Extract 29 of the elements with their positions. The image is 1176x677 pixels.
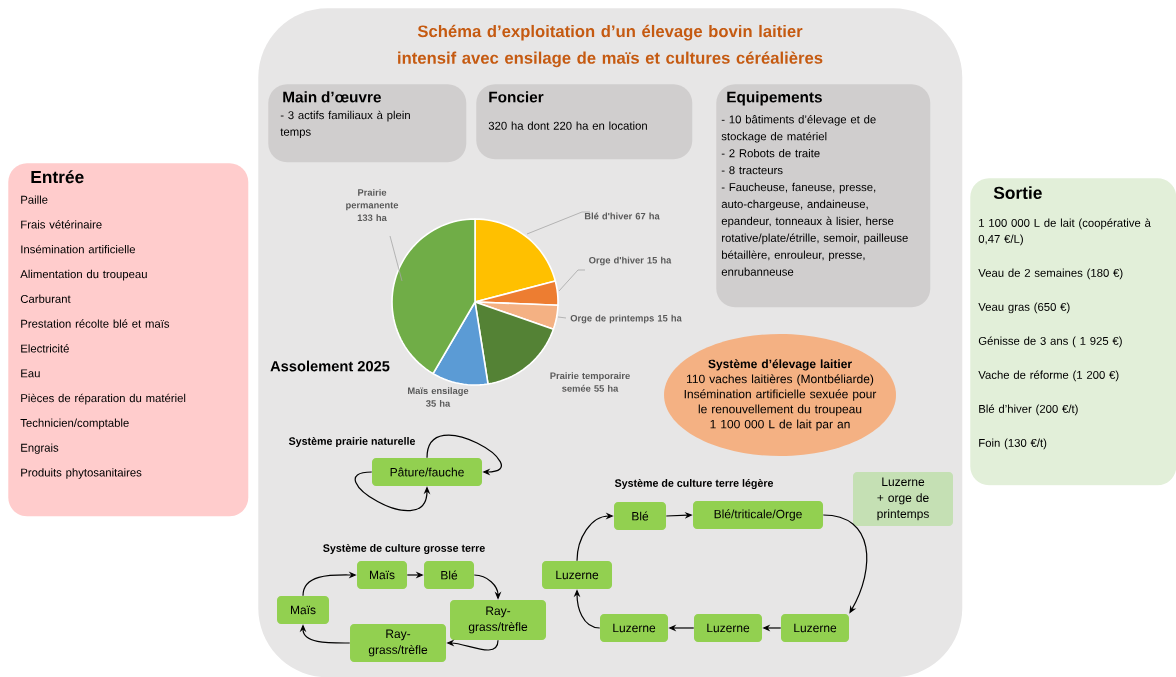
process-box: Ray-grass/trèfle [350, 624, 446, 662]
process-box: Luzerne [694, 614, 762, 642]
chart-title: Assolement 2025 [270, 360, 390, 372]
process-box: Maïs [277, 596, 329, 624]
input-panel: Entrée Paille Frais vétérinaire Insémination artificielle Alimentation du troupeau Carburant Prestation récolte blé et maïs Electricité Eau Pièces de réparation du matériel Technicien/comptable Engrais Produits phytosanitaires [8, 163, 249, 517]
section-heading: Système de culture terre légère [614, 478, 774, 490]
output-panel: Sortie 1 100 000 L de lait (coopérative à 0,47 €/L) Veau de 2 semaines (180 €) Veau gras (650 €) Génisse de 3 ans ( 1 925 €) Vache de réforme (1 200 €) Blé d’hiver (200 €/t) Foin (130 €/t) [970, 178, 1176, 486]
info-box: Main d’œuvre - 3 actifs familiaux à plein temps [268, 84, 467, 163]
process-box: Blé [614, 502, 666, 530]
data-label: Prairie permanente 133 ha [346, 188, 399, 222]
note-box: Luzerne + orge de printemps [853, 472, 953, 526]
data-label: Prairie temporaire semée 55 ha [550, 372, 630, 392]
data-label: Orge d'hiver 15 ha [589, 256, 672, 266]
info-box: Equipements - 10 bâtiments d’élevage et de stockage de matériel - 2 Robots de traite - 8 tracteurs - Faucheuse, faneuse, presse, auto-chargeuse, andaineuse, epandeur, tonneaux à lisier, herse rotative/plate/étrille, semoir, pailleuse bétaillère, enrouleur, presse, enrubanneuse [716, 84, 931, 308]
data-label: Maïs ensilage 35 ha [408, 387, 469, 407]
section-heading: Système prairie naturelle [288, 437, 416, 447]
process-box: Luzerne [781, 614, 849, 642]
process-box: Luzerne [542, 561, 612, 589]
process-box: Blé/triticale/Orge [693, 501, 823, 529]
process-box: Ray-grass/trèfle [450, 600, 546, 640]
section-heading: Système de culture grosse terre [323, 543, 485, 555]
data-label: Orge de printemps 15 ha [570, 314, 682, 324]
data-label: Blé d'hiver 67 ha [584, 212, 660, 220]
process-box: Pâture/fauche [372, 458, 482, 486]
process-box: Luzerne [600, 614, 668, 642]
info-box: Foncier 320 ha dont 220 ha en location [476, 84, 693, 160]
process-box: Blé [424, 561, 474, 589]
loop-arrow [426, 434, 502, 476]
process-box: Maïs [357, 561, 407, 589]
